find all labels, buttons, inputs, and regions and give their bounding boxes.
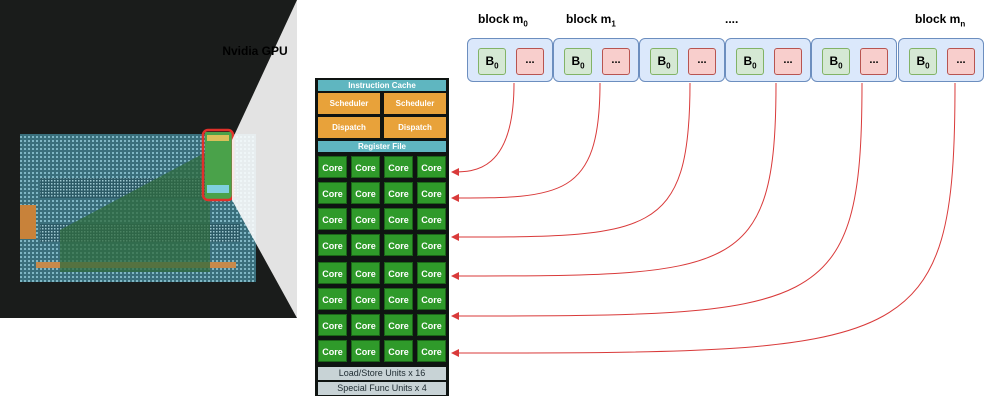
b0-cell: B0 <box>909 48 937 75</box>
block-label-mn: block mn <box>915 12 966 29</box>
core-cell: Core <box>384 182 413 204</box>
thread-block: B0... <box>639 38 725 82</box>
core-cell: Core <box>384 340 413 362</box>
special-func-units: Special Func Units x 4 <box>318 382 446 395</box>
core-cell: Core <box>351 156 380 178</box>
gpu-title: Nvidia GPU <box>222 44 288 58</box>
b0-cell: B0 <box>650 48 678 75</box>
core-cell: Core <box>384 262 413 284</box>
core-cell: Core <box>351 262 380 284</box>
core-cell: Core <box>318 182 347 204</box>
more-threads-cell: ... <box>947 48 975 75</box>
b0-cell: B0 <box>564 48 592 75</box>
more-threads-cell: ... <box>688 48 716 75</box>
core-cell: Core <box>318 262 347 284</box>
scheduler-left: Scheduler <box>318 93 380 114</box>
core-cell: Core <box>351 340 380 362</box>
core-cell: Core <box>351 182 380 204</box>
thread-block: B0... <box>811 38 897 82</box>
thread-block: B0... <box>553 38 639 82</box>
sm-panel: Instruction Cache Scheduler Scheduler Di… <box>315 78 449 396</box>
core-cell: Core <box>318 314 347 336</box>
thread-block: B0... <box>898 38 984 82</box>
core-cell: Core <box>384 314 413 336</box>
more-threads-cell: ... <box>602 48 630 75</box>
core-cell: Core <box>417 262 446 284</box>
arrow-block-to-core <box>451 82 691 241</box>
dispatch-right: Dispatch <box>384 117 446 138</box>
gpu-die-image <box>0 0 297 318</box>
more-threads-cell: ... <box>860 48 888 75</box>
more-threads-cell: ... <box>774 48 802 75</box>
core-cell: Core <box>318 288 347 310</box>
core-cell: Core <box>417 234 446 256</box>
core-cell: Core <box>417 182 446 204</box>
block-label-ellipsis: .... <box>725 12 739 26</box>
core-cell: Core <box>318 156 347 178</box>
scheduler-right: Scheduler <box>384 93 446 114</box>
arrow-block-to-core <box>451 82 956 357</box>
core-cell: Core <box>351 234 380 256</box>
core-cell: Core <box>318 234 347 256</box>
core-cell: Core <box>318 340 347 362</box>
core-cell: Core <box>417 340 446 362</box>
block-label-m1: block m1 <box>566 12 616 29</box>
arrow-block-to-core <box>451 82 863 320</box>
thread-block: B0... <box>467 38 553 82</box>
core-cell: Core <box>318 208 347 230</box>
core-cell: Core <box>351 208 380 230</box>
core-cell: Core <box>351 314 380 336</box>
register-file: Register File <box>318 141 446 152</box>
core-cell: Core <box>417 314 446 336</box>
load-store-units: Load/Store Units x 16 <box>318 367 446 380</box>
core-cell: Core <box>417 208 446 230</box>
core-cell: Core <box>384 234 413 256</box>
core-cell: Core <box>384 208 413 230</box>
arrow-block-to-core <box>451 82 601 202</box>
more-threads-cell: ... <box>516 48 544 75</box>
arrow-block-to-core <box>451 82 777 280</box>
core-cell: Core <box>417 288 446 310</box>
arrow-block-to-core <box>451 82 515 176</box>
thread-block: B0... <box>725 38 811 82</box>
b0-cell: B0 <box>736 48 764 75</box>
b0-cell: B0 <box>478 48 506 75</box>
instruction-cache: Instruction Cache <box>318 80 446 91</box>
core-cell: Core <box>351 288 380 310</box>
block-label-m0: block m0 <box>478 12 528 29</box>
dispatch-left: Dispatch <box>318 117 380 138</box>
core-cell: Core <box>417 156 446 178</box>
core-cell: Core <box>384 156 413 178</box>
core-cell: Core <box>384 288 413 310</box>
b0-cell: B0 <box>822 48 850 75</box>
